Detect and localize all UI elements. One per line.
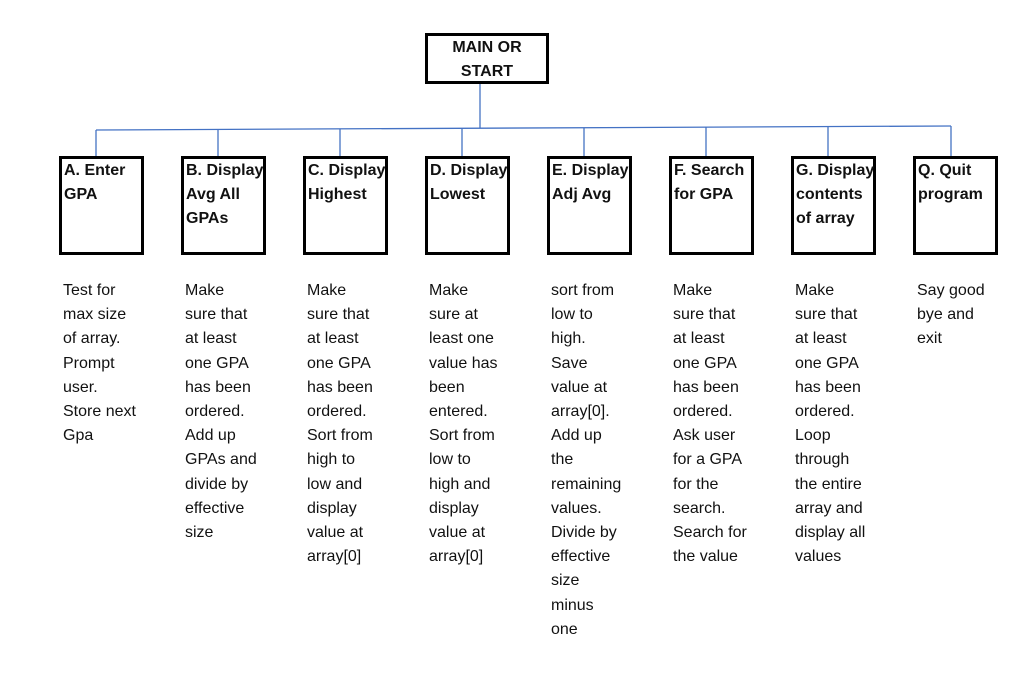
node-f-search-gpa: F. Search for GPA xyxy=(669,156,754,255)
node-g-description: Make sure that at least one GPA has been… xyxy=(795,282,866,566)
node-e-description: sort from low to high. Save value at arr… xyxy=(551,282,622,638)
horizontal-connector xyxy=(95,125,952,131)
node-a-description: Test for max size of array. Prompt user.… xyxy=(63,282,136,445)
node-c-label: C. Display Highest xyxy=(308,162,386,203)
node-d-label: D. Display Lowest xyxy=(430,162,508,203)
node-b-label: B. Display Avg All GPAs xyxy=(186,162,264,227)
node-a-label: A. Enter GPA xyxy=(64,162,126,203)
root-node: MAIN OR START xyxy=(425,33,549,84)
node-q-label: Q. Quit program xyxy=(918,162,983,203)
node-g-display-contents: G. Display contents of array xyxy=(791,156,876,255)
node-e-label: E. Display Adj Avg xyxy=(552,162,629,203)
node-b-description: Make sure that at least one GPA has been… xyxy=(185,282,257,542)
root-node-label: MAIN OR START xyxy=(452,39,522,80)
node-b-display-avg: B. Display Avg All GPAs xyxy=(181,156,266,255)
node-d-display-lowest: D. Display Lowest xyxy=(425,156,510,255)
node-f-description: Make sure that at least one GPA has been… xyxy=(673,282,747,566)
node-d-description: Make sure at least one value has been en… xyxy=(429,282,498,566)
node-e-display-adj-avg: E. Display Adj Avg xyxy=(547,156,632,255)
node-c-display-highest: C. Display Highest xyxy=(303,156,388,255)
node-q-quit-program: Q. Quit program xyxy=(913,156,998,255)
node-a-enter-gpa: A. Enter GPA xyxy=(59,156,144,255)
node-q-description: Say good bye and exit xyxy=(917,282,985,348)
node-f-label: F. Search for GPA xyxy=(674,162,745,203)
node-c-description: Make sure that at least one GPA has been… xyxy=(307,282,373,566)
node-g-label: G. Display contents of array xyxy=(796,162,875,227)
